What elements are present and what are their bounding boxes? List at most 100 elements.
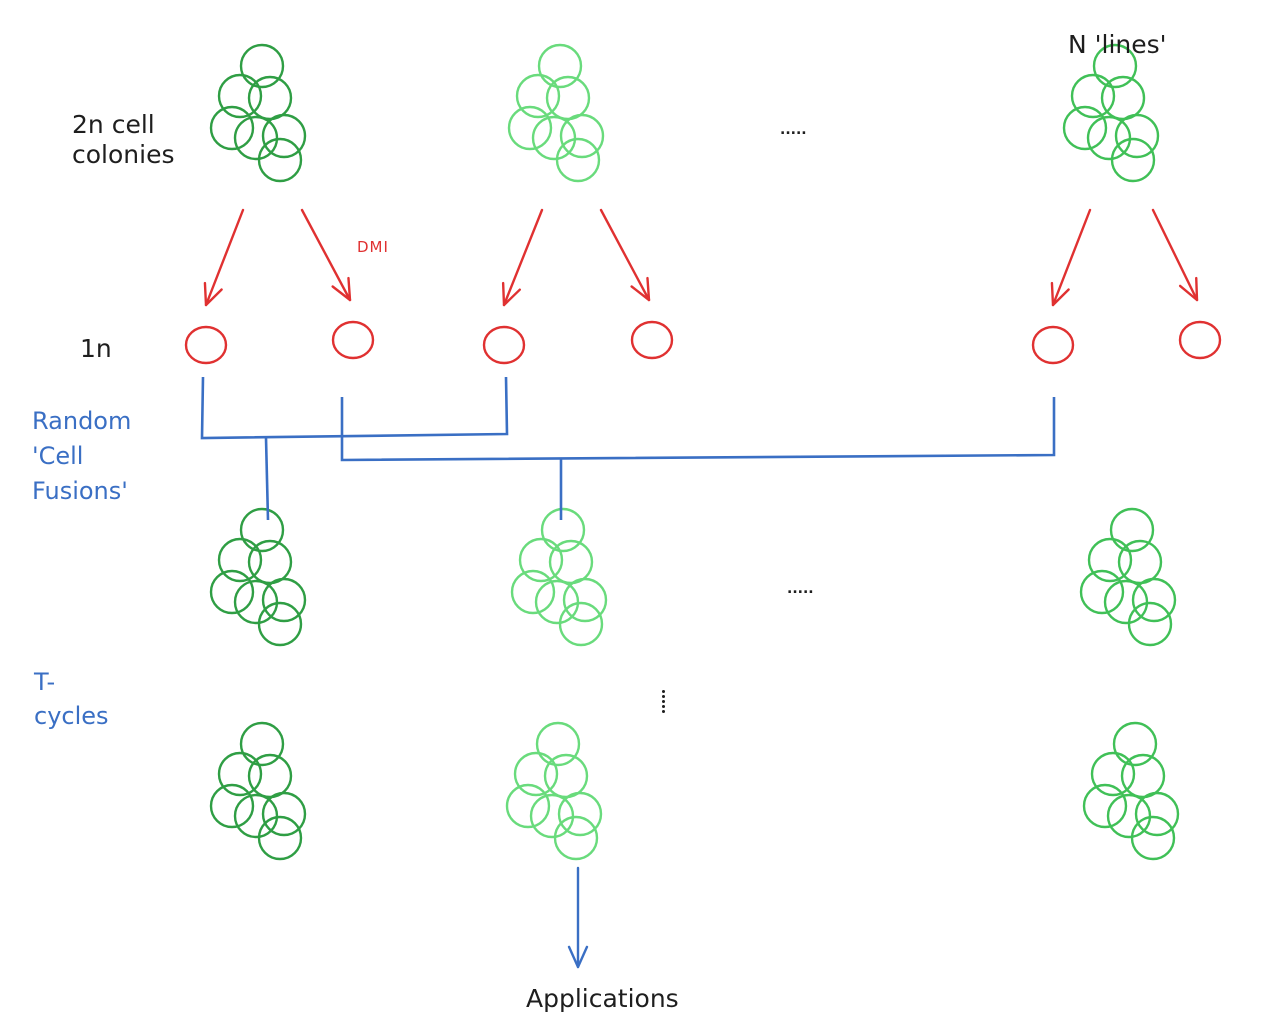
colony-cell-circle <box>239 507 285 553</box>
colony-cell-circle <box>553 815 599 861</box>
colony-cell-circle <box>1100 75 1146 121</box>
colony-cell-circle <box>557 791 603 837</box>
final-colony-1 <box>209 721 307 861</box>
colony-cell-circle <box>537 43 583 89</box>
colony-cell-circle <box>1109 507 1155 553</box>
fused-colony-1 <box>209 507 307 647</box>
colony-cell-circle <box>1103 579 1149 625</box>
colony-cell-circle <box>233 115 279 161</box>
haploid-cell-2a <box>482 325 526 365</box>
colony-cell-circle <box>209 783 255 829</box>
colony-cell-circle <box>531 115 577 161</box>
colony-cell-circle <box>1106 793 1152 839</box>
fusion-bracket-2 <box>340 397 1056 462</box>
dmi-arrow-cell-1a-shaft <box>204 208 245 307</box>
colony-cell-circle <box>510 569 556 615</box>
colony-cell-circle <box>217 73 263 119</box>
colony-cell-circle <box>233 793 279 839</box>
colony-cell-circle <box>261 791 307 837</box>
colony-cell-circle <box>559 113 605 159</box>
colony-cell-circle <box>543 753 589 799</box>
dmi-arrow-cell-nb-shaft <box>1151 208 1199 302</box>
colony-cell-circle <box>558 601 604 647</box>
haploid-cell-1a <box>184 325 228 365</box>
colony-cell-circle <box>545 75 591 121</box>
dmi-arrow-cell-2a-head <box>501 281 521 307</box>
colony-cell-circle <box>257 601 303 647</box>
colony-cell-circle <box>239 43 285 89</box>
colony-cell-circle <box>1087 537 1133 583</box>
colony-cell-circle <box>257 815 303 861</box>
diploid-colony-n <box>1062 43 1160 183</box>
colony-cell-circle <box>1131 577 1177 623</box>
diploid-colony-2 <box>507 43 605 183</box>
colony-cell-circle <box>1117 539 1163 585</box>
fused-colony-2 <box>510 507 608 647</box>
colony-cell-circle <box>247 75 293 121</box>
colony-cell-circle <box>1114 113 1160 159</box>
final-colony-2 <box>505 721 603 861</box>
colony-cell-circle <box>233 579 279 625</box>
colony-cell-circle <box>1134 791 1180 837</box>
colony-cell-circle <box>548 539 594 585</box>
label-applications: Applications <box>526 984 679 1013</box>
fusion-bracket-1 <box>200 376 509 440</box>
colony-cell-circle <box>247 753 293 799</box>
colony-cell-circle <box>1112 721 1158 767</box>
horizontal-ellipsis-top: ..... <box>780 122 807 138</box>
haploid-cell-nb <box>1178 320 1222 360</box>
applications-arrow-head <box>567 945 589 969</box>
dmi-arrow-cell-2a-shaft <box>502 208 544 307</box>
colony-cell-circle <box>555 137 601 183</box>
colony-cell-circle <box>540 507 586 553</box>
final-colony-n <box>1082 721 1180 861</box>
colony-cell-circle <box>261 577 307 623</box>
colony-cell-circle <box>515 73 561 119</box>
dmi-arrow-cell-2b-shaft <box>599 208 651 302</box>
fusion-output-line-1 <box>264 437 270 521</box>
colony-cell-circle <box>247 539 293 585</box>
label-random-cell-fusions: Random 'Cell Fusions' <box>32 407 132 505</box>
haploid-cell-2b <box>630 320 674 360</box>
colony-cell-circle <box>239 721 285 767</box>
label-diploid-colonies: 2n cell colonies <box>72 110 175 169</box>
dmi-arrow-cell-na-head <box>1050 281 1070 307</box>
colony-cell-circle <box>217 751 263 797</box>
colony-cell-circle <box>1092 43 1138 89</box>
colony-cell-circle <box>1086 115 1132 161</box>
colony-cell-circle <box>261 113 307 159</box>
label-dmi: DMI <box>357 238 389 256</box>
dmi-arrow-cell-na-shaft <box>1051 208 1092 307</box>
dmi-arrow-cell-1b-shaft <box>300 208 352 302</box>
vertical-ellipsis <box>662 690 666 715</box>
haploid-cell-na <box>1031 325 1075 365</box>
dmi-arrow-cell-1b-head <box>331 276 352 302</box>
colony-cell-circle <box>1120 753 1166 799</box>
colony-cell-circle <box>535 721 581 767</box>
dmi-arrow-cell-nb-head <box>1178 276 1199 302</box>
fused-colony-n <box>1079 507 1177 647</box>
colony-cell-circle <box>1110 137 1156 183</box>
horizontal-ellipsis-middle: ..... <box>787 581 814 597</box>
colony-cell-circle <box>1127 601 1173 647</box>
label-t-cycles: T- cycles <box>34 668 109 730</box>
colony-cell-circle <box>562 577 608 623</box>
label-n-lines: N 'lines' <box>1068 30 1167 59</box>
colony-cell-circle <box>507 105 553 151</box>
colony-cell-circle <box>1130 815 1176 861</box>
colony-cell-circle <box>217 537 263 583</box>
colony-cell-circle <box>513 751 559 797</box>
colony-cell-circle <box>1062 105 1108 151</box>
colony-cell-circle <box>534 579 580 625</box>
colony-cell-circle <box>209 105 255 151</box>
colony-cell-circle <box>1070 73 1116 119</box>
dmi-arrow-cell-2b-head <box>630 276 651 302</box>
colony-cell-circle <box>518 537 564 583</box>
colony-cell-circle <box>1090 751 1136 797</box>
diploid-colony-1 <box>209 43 307 183</box>
colony-cell-circle <box>1082 783 1128 829</box>
dmi-arrow-cell-1a-head <box>203 281 223 307</box>
colony-cell-circle <box>257 137 303 183</box>
colony-cell-circle <box>1079 569 1125 615</box>
